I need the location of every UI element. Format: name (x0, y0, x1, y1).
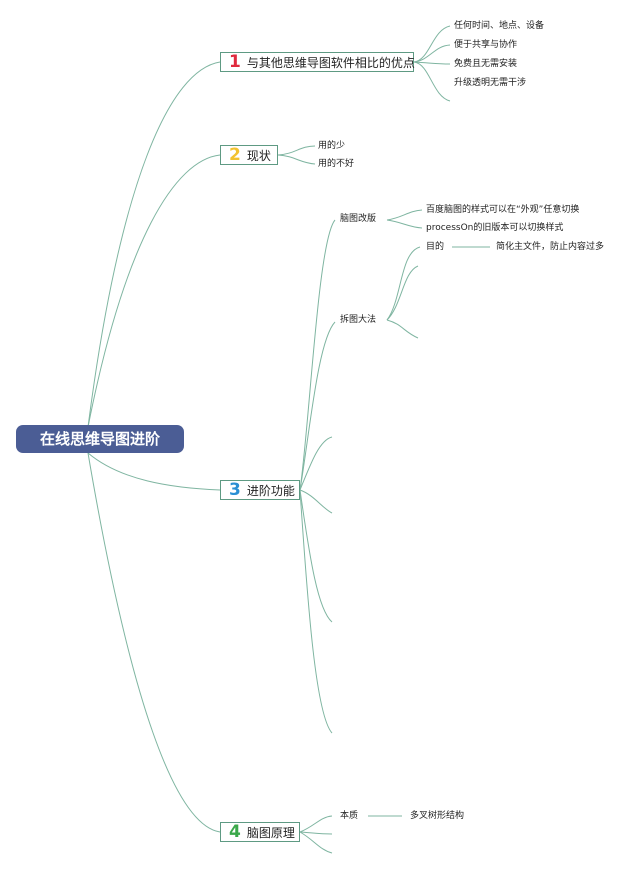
branch-label: 与其他思维导图软件相比的优点 (246, 55, 415, 70)
connector-sub2-empty2 (386, 319, 419, 339)
leaf-used-poorly[interactable]: 用的不好 (318, 159, 355, 169)
node-purpose[interactable]: 目的 (426, 242, 445, 252)
branch-advantages[interactable]: 1 与其他思维导图软件相比的优点 (220, 52, 415, 72)
connector-b4-sub1 (299, 815, 333, 833)
leaf-processon-style[interactable]: processOn的旧版本可以切换样式 (426, 223, 564, 233)
branch-label: 现状 (246, 148, 271, 163)
branch-label: 脑图原理 (246, 825, 295, 840)
connector-b2-leaf2 (277, 154, 316, 165)
number-1-marker: 1 (229, 52, 241, 72)
leaf-upgrade[interactable]: 升级透明无需干涉 (454, 78, 527, 88)
connector-root-branch1 (87, 61, 221, 428)
connector-sub1-leaf2 (386, 219, 423, 229)
connector-b1-leaf4 (413, 61, 451, 102)
number-3-marker: 3 (229, 480, 241, 500)
branch-advanced[interactable]: 3 进阶功能 (220, 480, 300, 500)
connector-b3-empty4 (299, 489, 333, 734)
leaf-used-less[interactable]: 用的少 (318, 141, 346, 151)
leaf-baidu-style[interactable]: 百度脑图的样式可以在“外观”任意切换 (426, 205, 580, 215)
connector-b1-leaf1 (413, 25, 451, 63)
connector-b3-empty3 (299, 489, 333, 623)
leaf-sharing[interactable]: 便于共享与协作 (454, 40, 518, 50)
connector-b2-leaf1 (277, 145, 316, 156)
connector-b4-empty2 (299, 831, 333, 854)
branch-principle[interactable]: 4 脑图原理 (220, 822, 300, 842)
connector-b1-leaf2 (413, 44, 451, 63)
connector-root-branch2 (87, 154, 221, 428)
connector-b3-empty2 (299, 489, 333, 514)
root-node[interactable]: 在线思维导图进阶 (16, 425, 184, 453)
connector-sub2-leaf1 (386, 246, 421, 321)
leaf-tree-structure[interactable]: 多叉树形结构 (410, 811, 465, 821)
leaf-anytime[interactable]: 任何时间、地点、设备 (454, 21, 545, 31)
branch-status[interactable]: 2 现状 (220, 145, 278, 165)
connector-sub1-leaf1 (386, 209, 423, 221)
number-4-marker: 4 (229, 822, 241, 842)
connector-b3-sub2 (299, 321, 336, 491)
connector-b3-sub1 (299, 219, 336, 491)
leaf-simplify[interactable]: 简化主文件，防止内容过多 (496, 242, 605, 252)
connector-sub2-empty1 (386, 265, 419, 321)
connector-root-branch4 (87, 452, 221, 833)
node-redesign[interactable]: 脑图改版 (340, 214, 377, 224)
connector-b1-leaf3 (413, 61, 451, 65)
leaf-free[interactable]: 免费且无需安装 (454, 59, 518, 69)
node-essence[interactable]: 本质 (340, 811, 359, 821)
connector-b4-empty1 (299, 831, 333, 835)
connector-b3-empty1 (299, 436, 333, 491)
branch-label: 进阶功能 (246, 483, 295, 498)
node-split[interactable]: 拆图大法 (340, 315, 377, 325)
number-2-marker: 2 (229, 145, 241, 165)
connector-root-branch3 (87, 452, 221, 491)
